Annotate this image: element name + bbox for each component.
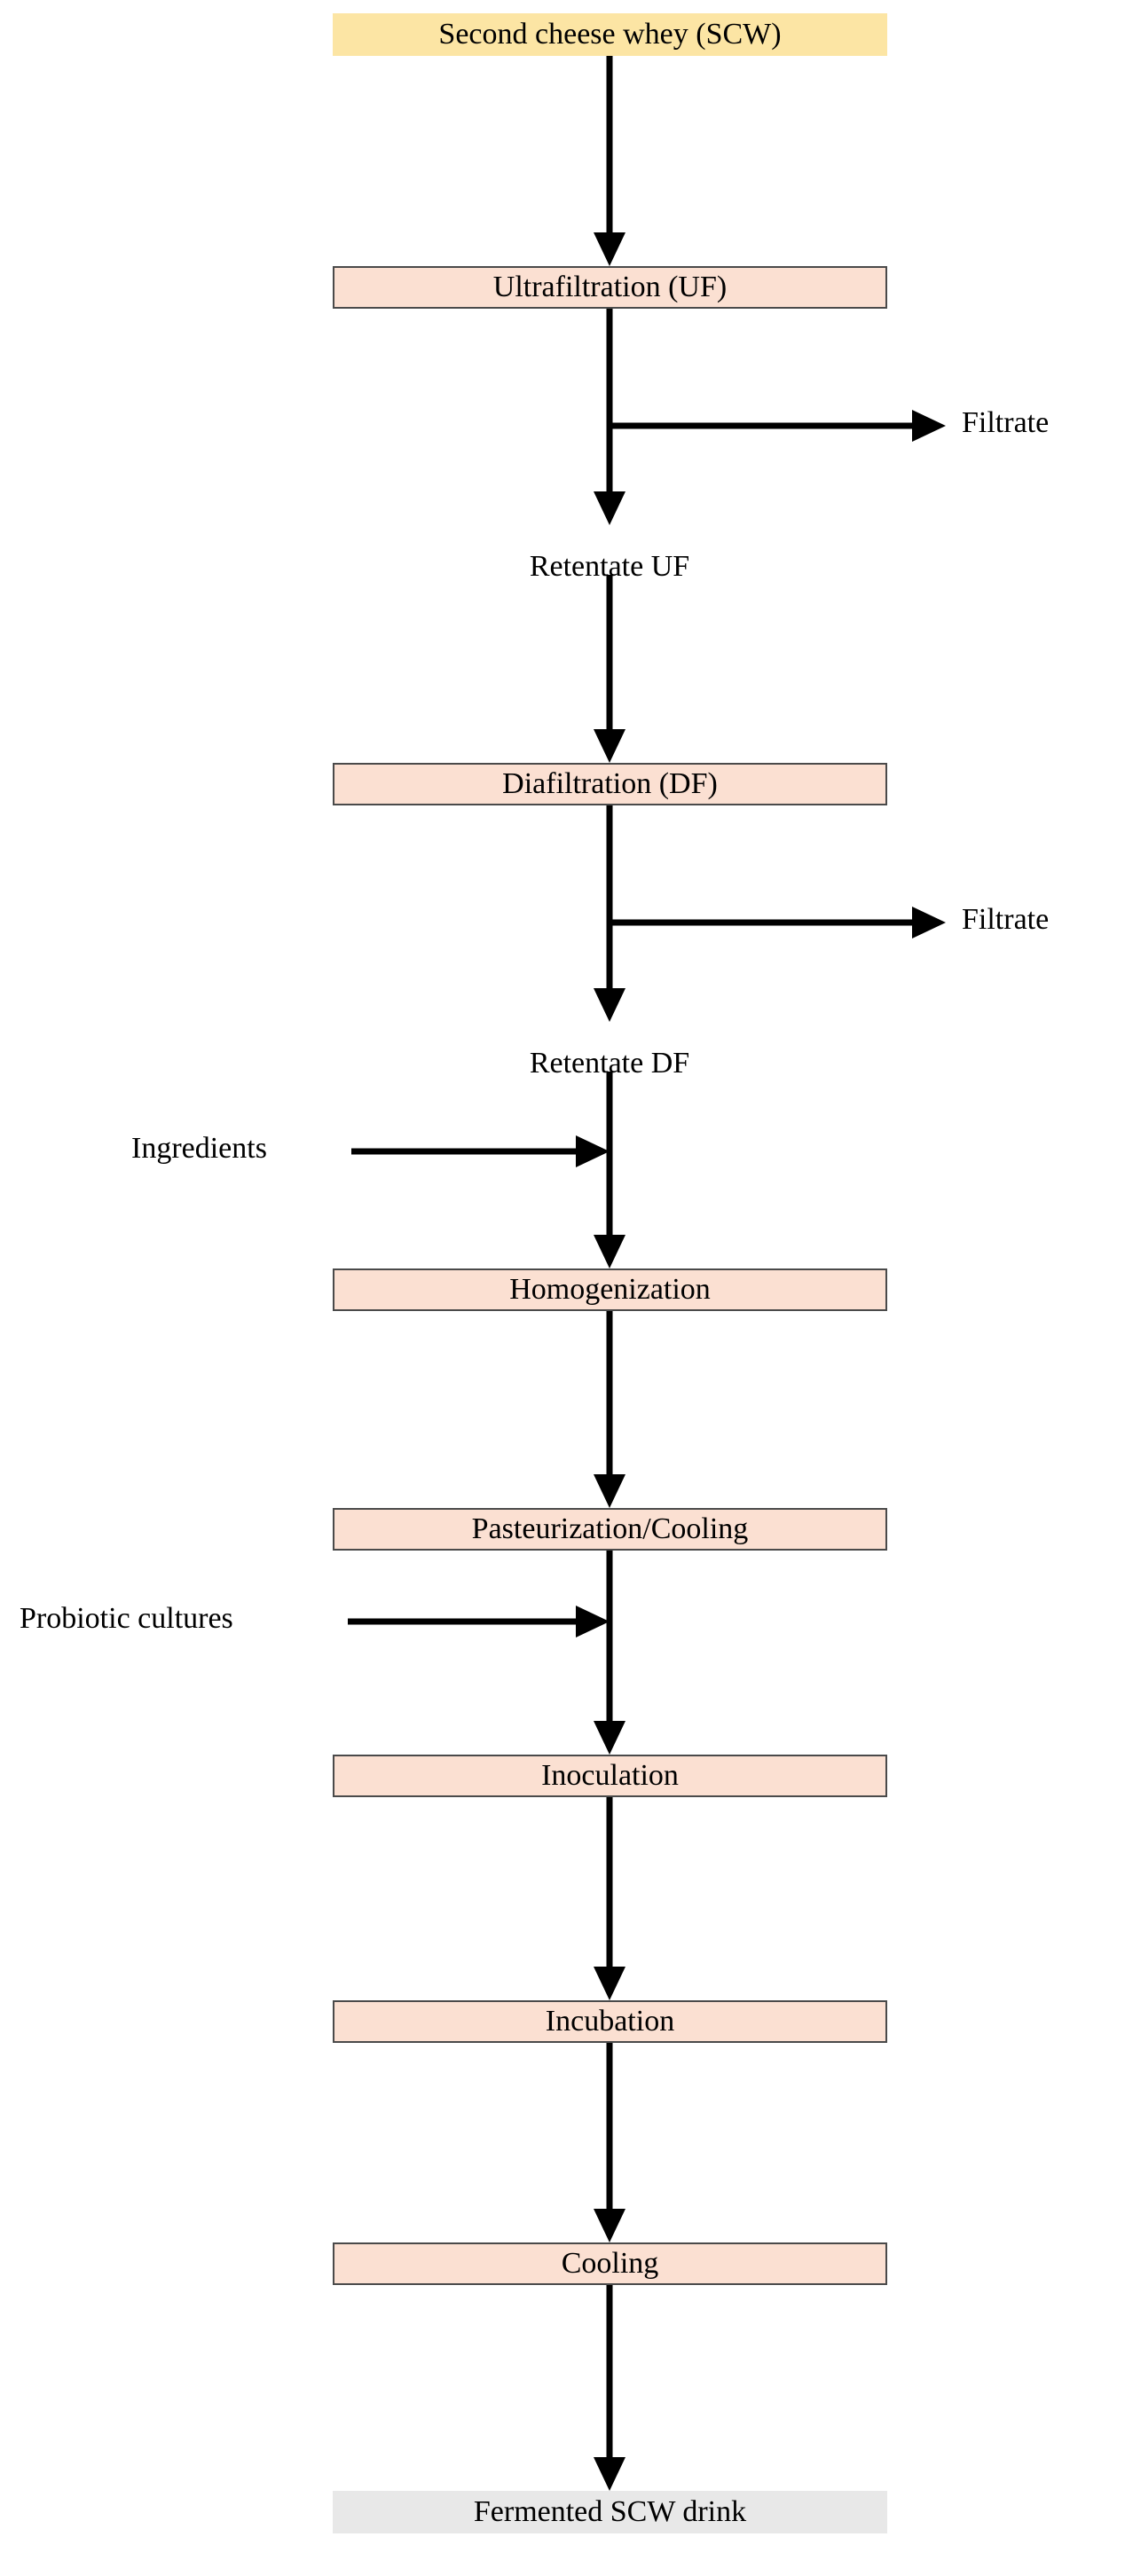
node-label: Fermented SCW drink xyxy=(473,2495,747,2528)
node-homogenization[interactable]: Homogenization xyxy=(333,1268,887,1311)
arrowhead-scw-to-uf xyxy=(594,232,625,266)
arrowhead-df-to-retentate xyxy=(594,988,625,1022)
node-label: Second cheese whey (SCW) xyxy=(438,18,782,51)
arrowhead-incubation-to-cooling xyxy=(594,2209,625,2242)
node-second-cheese-whey[interactable]: Second cheese whey (SCW) xyxy=(333,13,887,56)
node-label: Cooling xyxy=(561,2247,659,2280)
label-ingredients: Ingredients xyxy=(131,1132,267,1165)
node-label: Pasteurization/Cooling xyxy=(471,1512,749,1545)
arrowhead-retentate-df-to-homogenization xyxy=(594,1235,625,1268)
node-label: Homogenization xyxy=(509,1273,711,1306)
node-label: Inoculation xyxy=(541,1759,679,1792)
node-label: Diafiltration (DF) xyxy=(502,767,718,800)
label-retentate-df: Retentate DF xyxy=(529,1047,690,1080)
arrowhead-cooling-to-drink xyxy=(594,2457,625,2491)
label-retentate-uf: Retentate UF xyxy=(529,550,690,583)
arrowhead-uf-to-retentate xyxy=(594,491,625,525)
node-incubation[interactable]: Incubation xyxy=(333,2000,887,2043)
arrowhead-pasteurization-to-inoculation xyxy=(594,1721,625,1755)
node-fermented-scw-drink[interactable]: Fermented SCW drink xyxy=(333,2491,887,2533)
node-inoculation[interactable]: Inoculation xyxy=(333,1755,887,1797)
arrowhead-homogenization-to-pasteurization xyxy=(594,1474,625,1508)
arrowhead-probiotic-input xyxy=(576,1606,610,1637)
label-filtrate-uf: Filtrate xyxy=(962,406,1050,439)
node-label: Incubation xyxy=(545,2005,675,2038)
label-probiotic-cultures: Probiotic cultures xyxy=(20,1602,233,1635)
arrowhead-inoculation-to-incubation xyxy=(594,1967,625,2000)
label-filtrate-df: Filtrate xyxy=(962,903,1050,936)
arrowhead-retentate-uf-to-df xyxy=(594,729,625,763)
arrowhead-df-filtrate xyxy=(912,907,946,939)
node-ultrafiltration[interactable]: Ultrafiltration (UF) xyxy=(333,266,887,309)
node-diafiltration[interactable]: Diafiltration (DF) xyxy=(333,763,887,805)
arrowhead-uf-filtrate xyxy=(912,410,946,442)
arrowhead-ingredients-input xyxy=(576,1135,610,1167)
node-pasteurization-cooling[interactable]: Pasteurization/Cooling xyxy=(333,1508,887,1551)
node-label: Ultrafiltration (UF) xyxy=(492,271,728,303)
node-cooling[interactable]: Cooling xyxy=(333,2242,887,2285)
